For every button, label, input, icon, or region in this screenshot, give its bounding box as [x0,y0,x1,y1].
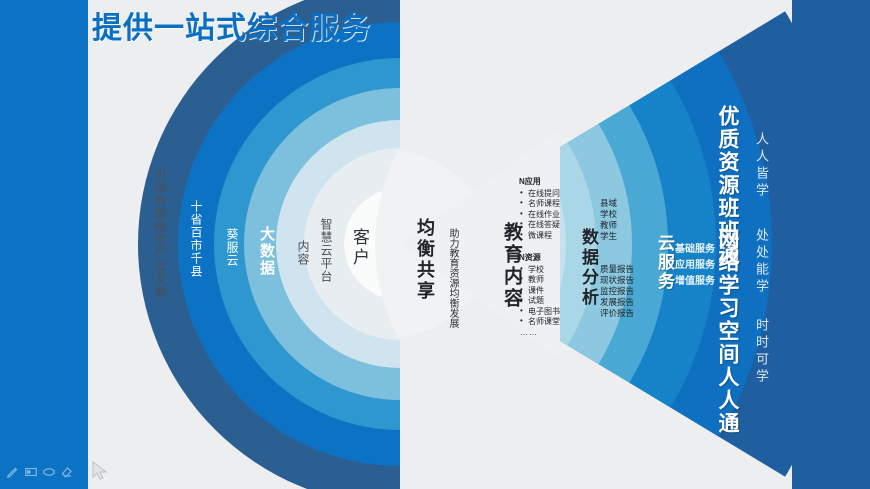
list-item: 县域 [600,198,618,208]
list-item: 在线提问 [519,188,574,200]
list-item: 教师 [600,220,618,230]
cloud-items: 基础服务 应用服务 增值服务 [675,242,715,290]
ring-label-6: 智慧云平台 [319,218,333,283]
list-item: 在线作业 [519,209,574,221]
list-item: 应用服务 [675,260,715,271]
list-item: 名师课程 [519,198,574,210]
learn-anywhere: 处处能学 [754,228,769,296]
learn-anytime: 时时可学 [754,318,769,386]
ellipse-icon[interactable] [42,465,56,479]
education-group-1: N资源 学校 教师 课件 试题 电子图书 名师课堂 …… [519,253,577,338]
cloud-heading: 云服务 [655,234,674,291]
ring-label-2: 十省百市千县 [189,200,203,278]
outcome-band-b: 网络学习空间人人通 [716,228,739,435]
cursor-icon[interactable] [92,461,108,481]
eraser-icon[interactable] [60,465,74,479]
list-item: 学生 [600,231,618,241]
list-item: 评价报告 [600,308,635,318]
list-item: 质量报告 [600,264,635,274]
right-vision-banner [792,0,870,489]
list-item: 发展报告 [600,297,635,307]
list-item: 学校 [600,209,618,219]
balance-heading: 均衡共享 [415,218,435,302]
education-group-1-items: 学校 教师 课件 试题 电子图书 名师课堂 [519,264,577,328]
ring-label-3: 葵服云 [225,228,239,267]
analysis-targets: 县域 学校 教师 学生 [600,198,617,242]
pen-icon[interactable] [6,465,20,479]
left-brand-banner [0,0,88,489]
balance-desc: 助力教育资源均衡发展 [447,228,458,328]
list-item: 名师课堂 [519,316,577,328]
list-item: 监控报告 [600,286,635,296]
list-item: 课件 [519,285,577,297]
analysis-reports: 质量报告 现状报告 监控报告 发展报告 评价报告 [600,264,634,319]
learn-anyone: 人人皆学 [754,132,769,200]
marker-icon[interactable] [24,465,38,479]
education-group-0-items: 在线提问 名师课程 在线作业 在线答疑 微课程 [519,188,574,242]
annotation-toolbar[interactable] [0,455,88,489]
outcome-band-a: 优质资源班班通 [716,105,739,266]
list-item: 在线答疑 [519,219,574,231]
ring-label-5: 内容 [296,240,310,266]
education-group-0-title: N应用 [519,177,541,186]
list-item: 微课程 [519,230,574,242]
list-item: 基础服务 [675,244,715,255]
list-item: 增值服务 [675,276,715,287]
education-group-1-more: …… [520,327,538,337]
page-title: 提供一站式综合服务 [92,12,371,45]
analysis-heading: 数据分析 [579,228,598,308]
list-item: 试题 [519,295,577,307]
list-item: 现状报告 [600,275,635,285]
list-item: 学校 [519,264,577,276]
concentric-rings [138,0,400,489]
ring-label-1: 引领智慧教育产业发展 [153,168,167,298]
list-item: 电子图书 [519,306,577,318]
list-item: 教师 [519,274,577,286]
education-heading: 教育内容 [501,222,522,310]
education-group-0: N应用 在线提问 名师课程 在线作业 在线答疑 微课程 [519,177,574,241]
ring-label-4: 大数据 [258,226,275,277]
education-group-1-title: N资源 [519,253,541,262]
ring-label-core: 客户 [350,228,369,268]
